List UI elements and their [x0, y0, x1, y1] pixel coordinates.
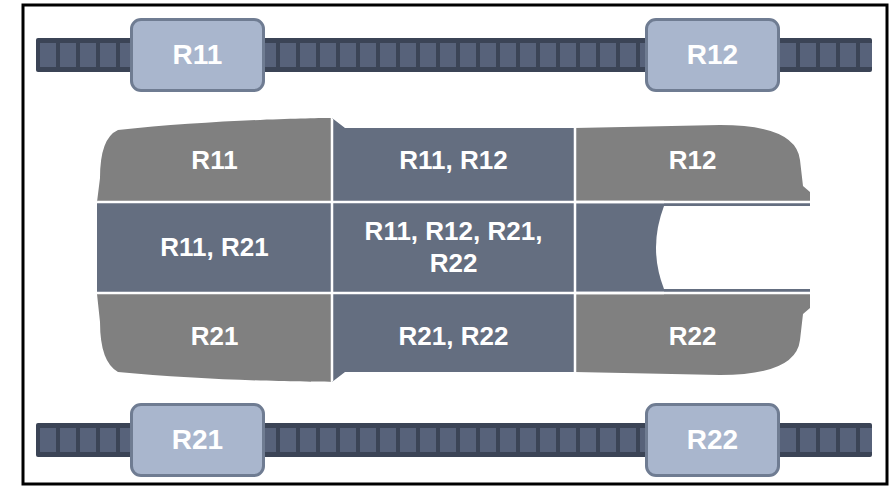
frame: [23, 5, 887, 484]
zone-cell: R11, R12: [332, 120, 575, 202]
zone-label: R11: [191, 145, 237, 176]
zone-label: R11, R12, R21, R22: [361, 216, 546, 278]
zone-label: R11, R12: [399, 145, 507, 176]
reader-label: R22: [687, 423, 738, 457]
zone-cell: R11, R12, R21, R22: [332, 202, 575, 293]
zone-label: R12: [669, 145, 717, 176]
reader-label: R12: [687, 38, 738, 72]
reader-label: R21: [172, 423, 223, 457]
zone-label: R21: [191, 321, 239, 352]
zone-cell: R21: [97, 293, 332, 380]
car-body: [85, 105, 815, 390]
zone-cell: R11: [97, 120, 332, 202]
reader-box: R11: [130, 18, 265, 92]
zone-label: R11, R21: [160, 232, 268, 263]
zone-label: R21, R22: [399, 321, 509, 352]
zone-cell: R21, R22: [332, 293, 575, 380]
zone-cell: R12: [575, 120, 810, 202]
zone-cell: R11, R21: [97, 202, 332, 293]
reader-box: R22: [645, 403, 780, 477]
reader-box: R21: [130, 403, 265, 477]
reader-label: R11: [173, 38, 223, 72]
zone-label: R22: [669, 321, 717, 352]
zone-cell: R22: [575, 293, 810, 380]
reader-box: R12: [645, 18, 780, 92]
